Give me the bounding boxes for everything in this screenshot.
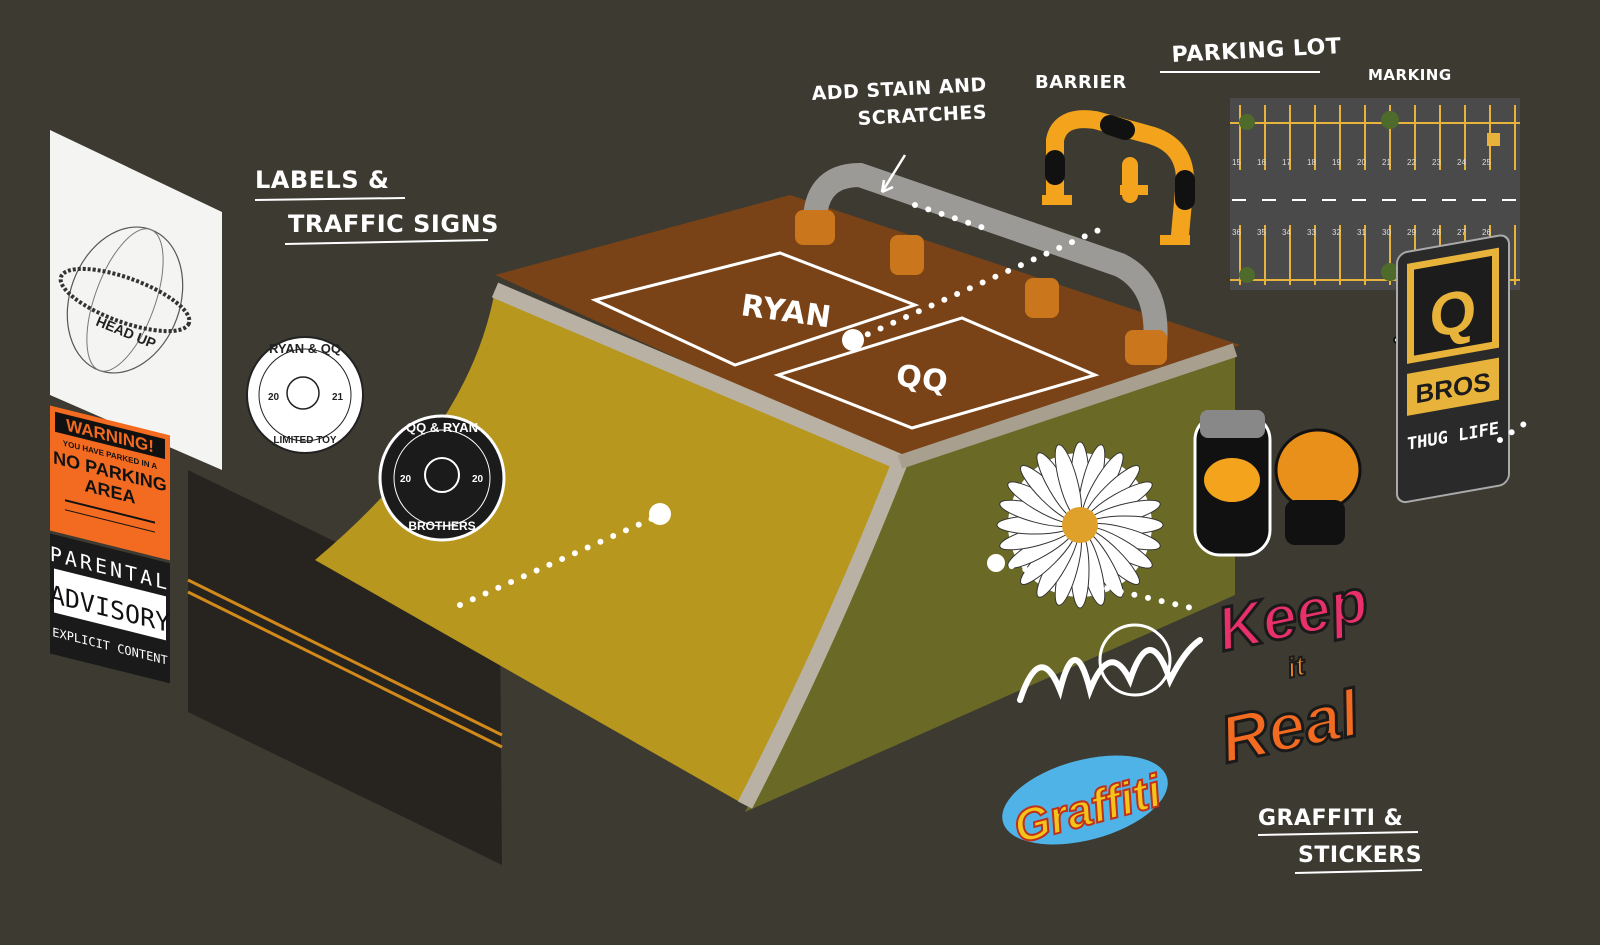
badge-bottom-text: BROTHERS (408, 519, 475, 533)
annotations: ADD STAIN AND SCRATCHES BARRIER PARKING … (254, 34, 1452, 874)
warning-sign: WARNING! YOU HAVE PARKED IN A NO PARKING… (50, 405, 170, 684)
stall-number: 31 (1357, 228, 1366, 237)
stall-numbers-top: 15 16 17 18 19 20 21 22 23 24 25 (1232, 158, 1491, 167)
rail-leg (1125, 330, 1167, 365)
q-letter: Q (1430, 275, 1477, 351)
it-text: it (1285, 650, 1310, 684)
leader-dot (649, 503, 671, 525)
stall-number: 29 (1407, 228, 1416, 237)
ramp-deck (495, 195, 1240, 462)
stall-number: 35 (1257, 228, 1266, 237)
stall-number: 20 (1357, 158, 1366, 167)
stall-number: 15 (1232, 158, 1241, 167)
stall-number: 18 (1307, 158, 1316, 167)
annotation-marking: MARKING (1368, 66, 1452, 84)
annotation-scratches: SCRATCHES (857, 101, 987, 130)
stall-number: 26 (1482, 228, 1491, 237)
tree-icon (1381, 111, 1399, 129)
deck-label-qq: QQ (894, 358, 950, 400)
grind-rail (802, 162, 1168, 357)
stall-number: 36 (1232, 228, 1241, 237)
leader-dot (987, 554, 1005, 572)
badge-year: 20 (268, 392, 280, 403)
annotation-parking-lot: PARKING LOT (1171, 34, 1342, 68)
stall-number: 22 (1407, 158, 1416, 167)
stall-number: 19 (1332, 158, 1341, 167)
accessible-parking-icon (1487, 133, 1500, 146)
real-text: Real (1214, 675, 1367, 777)
leader-lines (457, 202, 1533, 613)
badge-top-text: RYAN & QQ (269, 341, 341, 356)
ryan-qq-badge: RYAN & QQ 20 21 LIMITED TOY (246, 336, 364, 454)
rail-leg (795, 210, 835, 245)
annotation-labels: LABELS & (255, 166, 389, 194)
daisy-center (1062, 507, 1098, 543)
tree-icon (1381, 263, 1399, 281)
barrier-model (1042, 110, 1195, 245)
rail-leg (1025, 278, 1059, 318)
ramp-coping (491, 282, 911, 809)
annotation-traffic-signs: TRAFFIC SIGNS (288, 210, 499, 238)
graffiti-sticker: Graffiti (1002, 755, 1169, 854)
stall-number: 25 (1482, 158, 1491, 167)
arrow-icon (880, 154, 907, 194)
stall-number: 27 (1457, 228, 1466, 237)
stall-number: 33 (1307, 228, 1316, 237)
bear-face-icon (286, 376, 320, 410)
stall-number: 32 (1332, 228, 1341, 237)
stall-number: 16 (1257, 158, 1266, 167)
badge-year: 20 (400, 474, 412, 485)
rail-leg (890, 235, 924, 275)
keep-text: Keep (1211, 566, 1374, 665)
head-up-panel: HEAD UP (50, 130, 222, 470)
stall-number: 23 (1432, 158, 1441, 167)
asphalt-texture-panel (187, 470, 503, 865)
stall-number: 21 (1382, 158, 1391, 167)
annotation-graffiti: GRAFFITI & (1258, 806, 1403, 831)
stall-number: 28 (1432, 228, 1441, 237)
leader-dot (842, 329, 864, 351)
badge-top-text: QQ & RYAN (406, 420, 478, 435)
stall-number: 30 (1382, 228, 1391, 237)
daisy-sticker (996, 441, 1164, 609)
tag-graffiti (1017, 623, 1203, 703)
stall-numbers-bottom: 36 35 34 33 32 31 30 29 28 27 26 (1232, 228, 1491, 237)
badge-year: 21 (332, 392, 344, 403)
stall-number: 34 (1282, 228, 1291, 237)
character-sticker-qq-ryan (1193, 410, 1362, 557)
qq-ryan-badge: QQ & RYAN 20 20 BROTHERS (378, 414, 506, 542)
tree-icon (1239, 114, 1255, 130)
ramp-edge (897, 343, 1238, 469)
badge-bottom-text: LIMITED TOY (273, 435, 336, 446)
q-bros-thug-life-sign: Q BROS THUG LIFE (1396, 234, 1510, 504)
stall-number: 24 (1457, 158, 1466, 167)
tree-icon (1239, 267, 1255, 283)
annotation-stain: ADD STAIN AND (811, 74, 987, 105)
stall-number: 17 (1282, 158, 1291, 167)
badge-year: 20 (472, 474, 484, 485)
character-face-icon (424, 457, 460, 493)
annotation-barrier: BARRIER (1035, 72, 1127, 93)
annotation-stickers: STICKERS (1298, 843, 1422, 868)
keep-it-real-sticker: Keep it Real (1210, 564, 1376, 778)
